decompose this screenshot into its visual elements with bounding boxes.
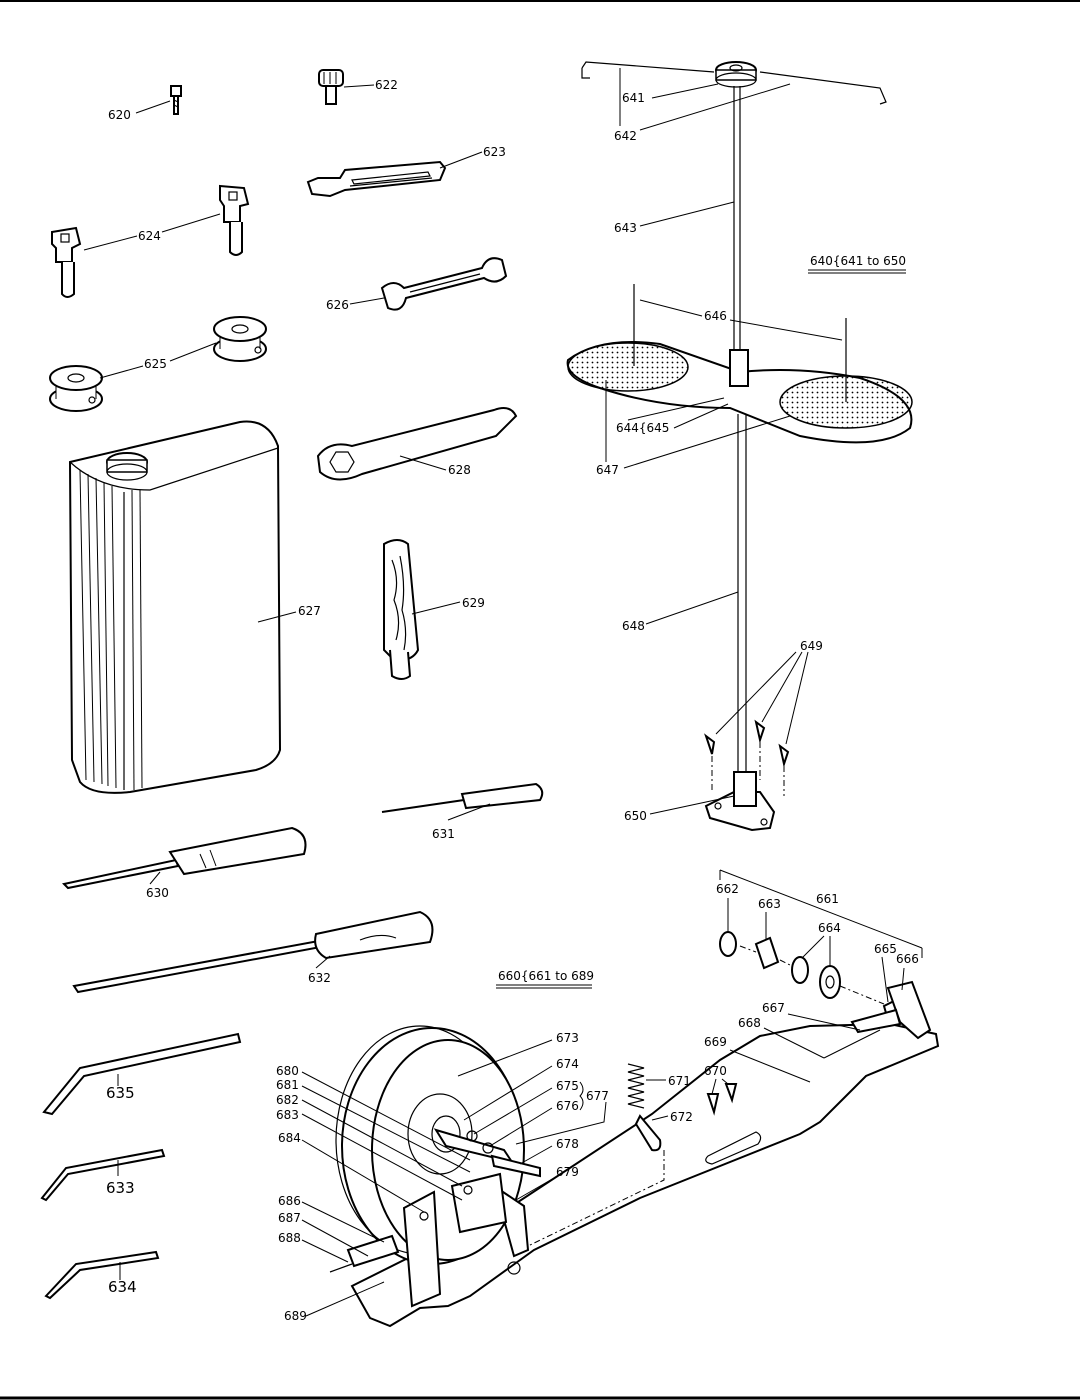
label-647: 647 — [596, 463, 619, 477]
label-632: 632 — [308, 971, 331, 985]
part-625-bobbin-right — [213, 316, 267, 362]
label-627: 627 — [298, 604, 321, 618]
part-669-base-plate — [350, 1022, 940, 1328]
label-650: 650 — [624, 809, 647, 823]
label-672: 672 — [670, 1110, 693, 1124]
part-649-screws — [704, 719, 790, 796]
label-649: 649 — [800, 639, 823, 653]
part-650-base — [704, 771, 776, 832]
label-642: 642 — [614, 129, 637, 143]
label-626: 626 — [326, 298, 349, 312]
label-663: 663 — [758, 897, 781, 911]
part-680-689-bracket — [329, 1172, 521, 1308]
label-641: 641 — [622, 91, 645, 105]
label-676: 676 — [556, 1099, 579, 1113]
label-667: 667 — [762, 1001, 785, 1015]
part-624-foot-right — [219, 184, 250, 256]
label-675: 675 — [556, 1079, 579, 1093]
part-623-slide-plate — [306, 160, 447, 198]
label-644-645: 644{645 — [616, 421, 669, 435]
part-674-679-shaft — [433, 1128, 541, 1258]
label-680: 680 — [276, 1064, 299, 1078]
part-633-rod — [40, 1148, 166, 1202]
label-689: 689 — [284, 1309, 307, 1323]
label-684: 684 — [278, 1131, 301, 1145]
part-635-rod — [42, 1032, 242, 1116]
part-647-spool-plate — [566, 341, 913, 444]
label-673: 673 — [556, 1031, 579, 1045]
part-626-wrench — [380, 257, 508, 311]
part-670-screws — [706, 1083, 738, 1116]
part-625-bobbin-left — [49, 365, 103, 412]
label-665: 665 — [874, 942, 897, 956]
part-646-spool-pins — [633, 284, 847, 402]
label-634: 634 — [108, 1278, 137, 1296]
label-678: 678 — [556, 1137, 579, 1151]
label-631: 631 — [432, 827, 455, 841]
label-625: 625 — [144, 357, 167, 371]
label-681: 681 — [276, 1078, 299, 1092]
label-679: 679 — [556, 1165, 579, 1179]
part-672-pin — [634, 1114, 662, 1152]
part-648-lower-rod — [737, 414, 747, 772]
label-664: 664 — [818, 921, 841, 935]
part-627-oil-can — [68, 420, 282, 794]
part-643-upper-rod — [733, 86, 741, 350]
part-632-long-screwdriver — [72, 910, 434, 994]
part-634-needle — [44, 1250, 160, 1300]
label-662: 662 — [716, 882, 739, 896]
label-648: 648 — [622, 619, 645, 633]
label-628: 628 — [448, 463, 471, 477]
label-635: 635 — [106, 1084, 135, 1102]
label-629: 629 — [462, 596, 485, 610]
part-620-screw — [170, 85, 182, 115]
label-622: 622 — [375, 78, 398, 92]
part-641-642-top-guide — [581, 61, 887, 105]
part-662-666-tension-parts — [719, 931, 932, 1040]
label-683: 683 — [276, 1108, 299, 1122]
part-628-hex-spanner — [316, 407, 518, 481]
label-682: 682 — [276, 1093, 299, 1107]
label-623: 623 — [483, 145, 506, 159]
label-671: 671 — [668, 1074, 691, 1088]
label-686: 686 — [278, 1194, 301, 1208]
label-677: 677 — [586, 1089, 609, 1103]
part-624-foot-left — [51, 226, 82, 298]
label-633: 633 — [106, 1179, 135, 1197]
part-631-small-screwdriver — [381, 782, 544, 813]
label-666: 666 — [896, 952, 919, 966]
part-622-thumb-screw — [318, 69, 344, 105]
label-624: 624 — [138, 229, 161, 243]
label-669: 669 — [704, 1035, 727, 1049]
label-646: 646 — [704, 309, 727, 323]
label-688: 688 — [278, 1231, 301, 1245]
label-687: 687 — [278, 1211, 301, 1225]
label-674: 674 — [556, 1057, 579, 1071]
part-630-screwdriver — [61, 826, 307, 890]
part-671-spring — [627, 1063, 645, 1109]
label-661: 661 — [816, 892, 839, 906]
label-643: 643 — [614, 221, 637, 235]
label-668: 668 — [738, 1016, 761, 1030]
label-620: 620 — [108, 108, 131, 122]
group-640: 640{641 to 650 — [810, 254, 906, 268]
label-630: 630 — [146, 886, 169, 900]
group-660: 660{661 to 689 — [498, 969, 594, 983]
label-670: 670 — [704, 1064, 727, 1078]
part-629-wooden-cone — [383, 539, 420, 680]
